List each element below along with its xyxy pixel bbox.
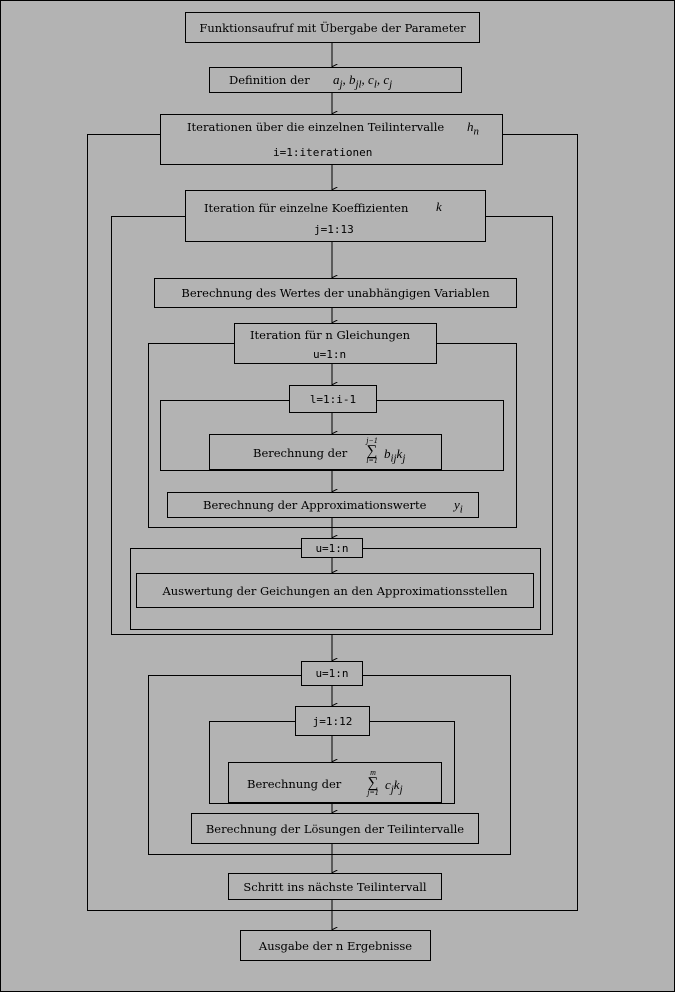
- box-next-step: Schritt ins nächste Teilintervall: [228, 873, 442, 900]
- function-call-label: Funktionsaufruf mit Übergabe der Paramet…: [199, 20, 466, 35]
- sum1-symbol: j−1 ∑ l=1: [361, 437, 383, 465]
- iter-coefficients-math: k: [436, 199, 442, 214]
- sigma-icon: ∑: [367, 775, 379, 791]
- iter-intervals-range: i=1:iterationen: [273, 146, 373, 159]
- calc-sum1-term: bijkj: [384, 446, 406, 465]
- box-iter-intervals: Iterationen über die einzelnen Teilinter…: [160, 114, 503, 165]
- sum2-upper: m: [370, 768, 376, 777]
- sigma-icon: ∑: [366, 443, 378, 459]
- next-step-label: Schritt ins nächste Teilintervall: [243, 879, 427, 894]
- box-calc-sum2: Berechnung der m ∑ j=1 cjkj: [228, 762, 442, 803]
- sum2-lower: j=1: [367, 788, 379, 797]
- calc-independent-label: Berechnung des Wertes der unabhängigen V…: [181, 286, 490, 300]
- box-loop-u3: u=1:n: [301, 661, 363, 686]
- box-calc-approx: Berechnung der Approximationswerte yi: [167, 492, 479, 518]
- loop-j12-label: j=1:12: [312, 714, 353, 728]
- definition-math: aj, bjl, cl, cj: [333, 72, 393, 91]
- calc-sum2-label: Berechnung der: [247, 777, 342, 791]
- box-iter-equations: Iteration für n Gleichungen u=1:n: [234, 323, 437, 364]
- calc-solutions-label: Berechnung der Lösungen der Teilinterval…: [205, 821, 465, 836]
- box-eval: Auswertung der Geichungen an den Approxi…: [136, 573, 534, 608]
- output-label: Ausgabe der n Ergebnisse: [258, 938, 413, 953]
- box-loop-u2: u=1:n: [301, 538, 363, 558]
- iter-coefficients-range: j=1:13: [314, 223, 354, 236]
- box-calc-independent: Berechnung des Wertes der unabhängigen V…: [154, 278, 517, 308]
- loop-u2-label: u=1:n: [315, 541, 349, 555]
- box-iter-coefficients: Iteration für einzelne Koeffizienten k j…: [185, 190, 486, 242]
- definition-label: Definition der: [229, 73, 310, 87]
- iter-intervals-math: hn: [467, 119, 479, 138]
- calc-sum2-term: cjkj: [385, 777, 403, 796]
- box-loop-l: l=1:i-1: [289, 385, 377, 413]
- box-function-call: Funktionsaufruf mit Übergabe der Paramet…: [185, 12, 480, 43]
- box-calc-sum1: Berechnung der j−1 ∑ l=1 bijkj: [209, 434, 442, 470]
- calc-approx-label: Berechnung der Approximationswerte: [203, 498, 427, 512]
- box-definition: Definition der aj, bjl, cl, cj: [209, 67, 462, 93]
- sum2-symbol: m ∑ j=1: [362, 769, 384, 797]
- iter-equations-range: u=1:n: [313, 348, 347, 361]
- iter-coefficients-label: Iteration für einzelne Koeffizienten: [204, 201, 409, 215]
- box-loop-j12: j=1:12: [295, 706, 370, 736]
- box-output: Ausgabe der n Ergebnisse: [240, 930, 431, 961]
- loop-l-label: l=1:i-1: [309, 392, 357, 406]
- calc-approx-math: yi: [454, 497, 463, 516]
- loop-u3-label: u=1:n: [315, 667, 349, 680]
- sum1-upper: j−1: [366, 436, 378, 445]
- iter-intervals-label: Iterationen über die einzelnen Teilinter…: [187, 120, 445, 134]
- box-calc-solutions: Berechnung der Lösungen der Teilinterval…: [191, 813, 479, 844]
- calc-sum1-label: Berechnung der: [253, 446, 348, 460]
- iter-equations-label: Iteration für n Gleichungen: [250, 328, 411, 342]
- eval-label: Auswertung der Geichungen an den Approxi…: [162, 583, 508, 598]
- sum1-lower: l=1: [366, 456, 378, 465]
